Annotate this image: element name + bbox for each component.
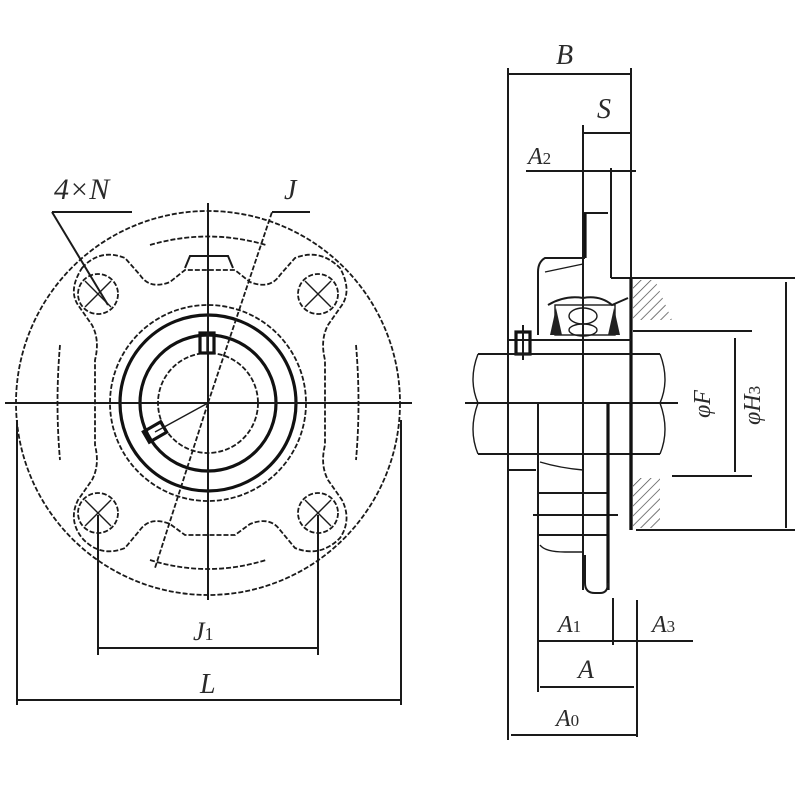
- housing-upper: [537, 257, 585, 335]
- label-A: A: [576, 655, 594, 684]
- housing-outline: [72, 253, 348, 553]
- set-screw-line: [154, 402, 209, 433]
- bearing-balls: [554, 304, 616, 336]
- label-4xN: 4×N: [54, 173, 111, 206]
- label-phiF: φF: [690, 390, 716, 418]
- label-A1: A1: [556, 612, 581, 638]
- label-J: J: [284, 175, 298, 206]
- label-J1: J1: [193, 617, 214, 646]
- label-phiH3: φH3: [740, 386, 766, 425]
- hatched-wall-lower: [633, 478, 660, 528]
- label-L: L: [199, 669, 216, 700]
- bolt-hole-tl: [77, 273, 119, 315]
- label-B: B: [556, 40, 573, 71]
- front-view: 4×N J J1 L: [5, 173, 412, 705]
- label-A0: A0: [554, 706, 579, 732]
- side-view: B S A2: [465, 40, 795, 740]
- label-S: S: [597, 94, 611, 125]
- bolt-hole-tr: [297, 273, 339, 315]
- label-A3: A3: [650, 612, 675, 638]
- hatched-wall-upper: [633, 280, 672, 320]
- j-leader: [207, 211, 273, 404]
- j-leader-lower: [154, 402, 209, 569]
- label-A2: A2: [526, 144, 551, 170]
